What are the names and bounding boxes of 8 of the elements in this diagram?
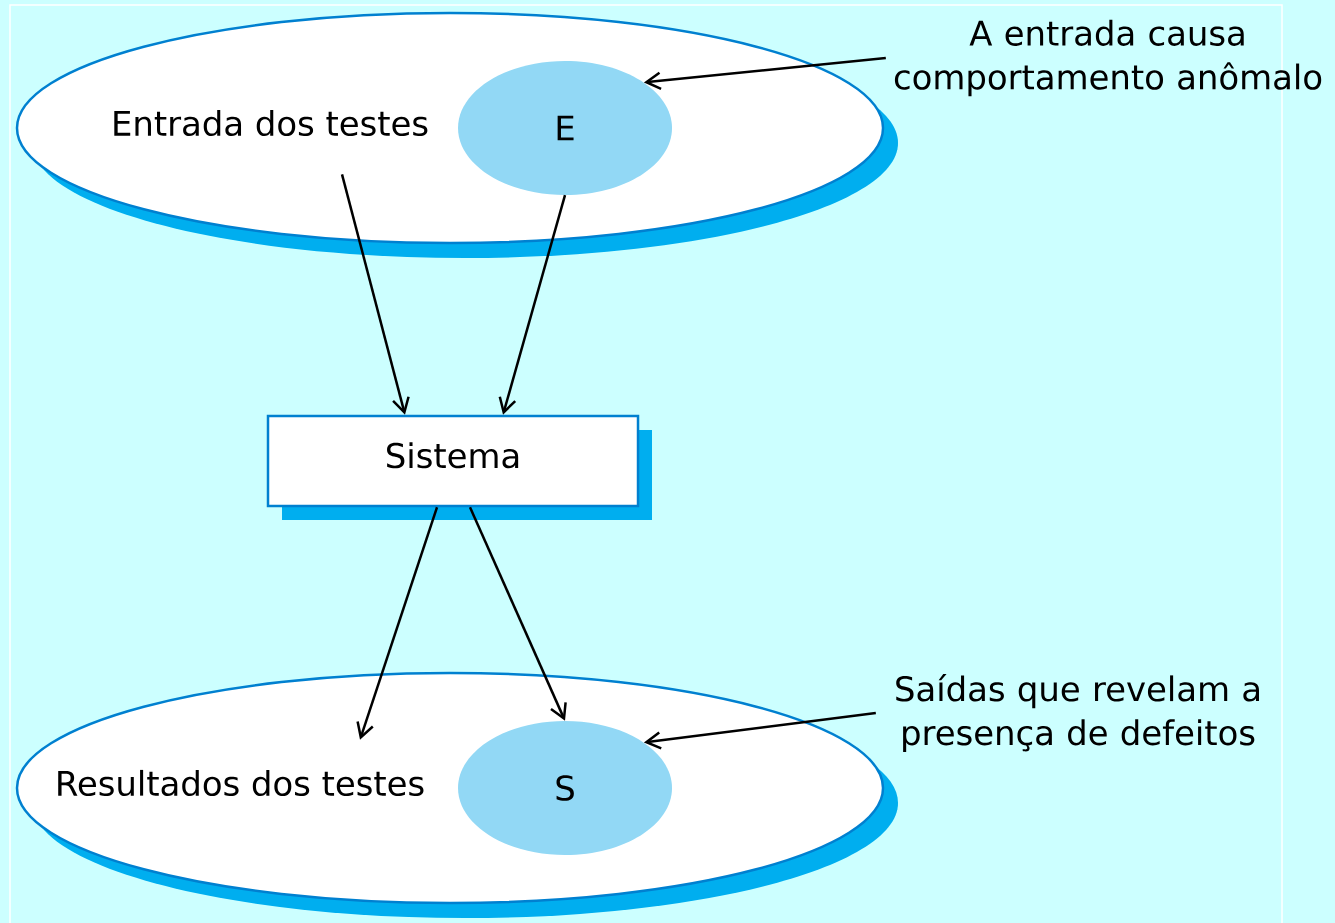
arrow (498, 194, 567, 415)
arrow (356, 506, 439, 740)
callout-text: Saídas que revelam a presença de defeitos (896, 674, 1259, 752)
arrow (340, 174, 410, 415)
arrow (643, 711, 876, 750)
arrow (468, 506, 567, 721)
process-box: Sistema (266, 414, 652, 520)
arrow (643, 56, 886, 90)
